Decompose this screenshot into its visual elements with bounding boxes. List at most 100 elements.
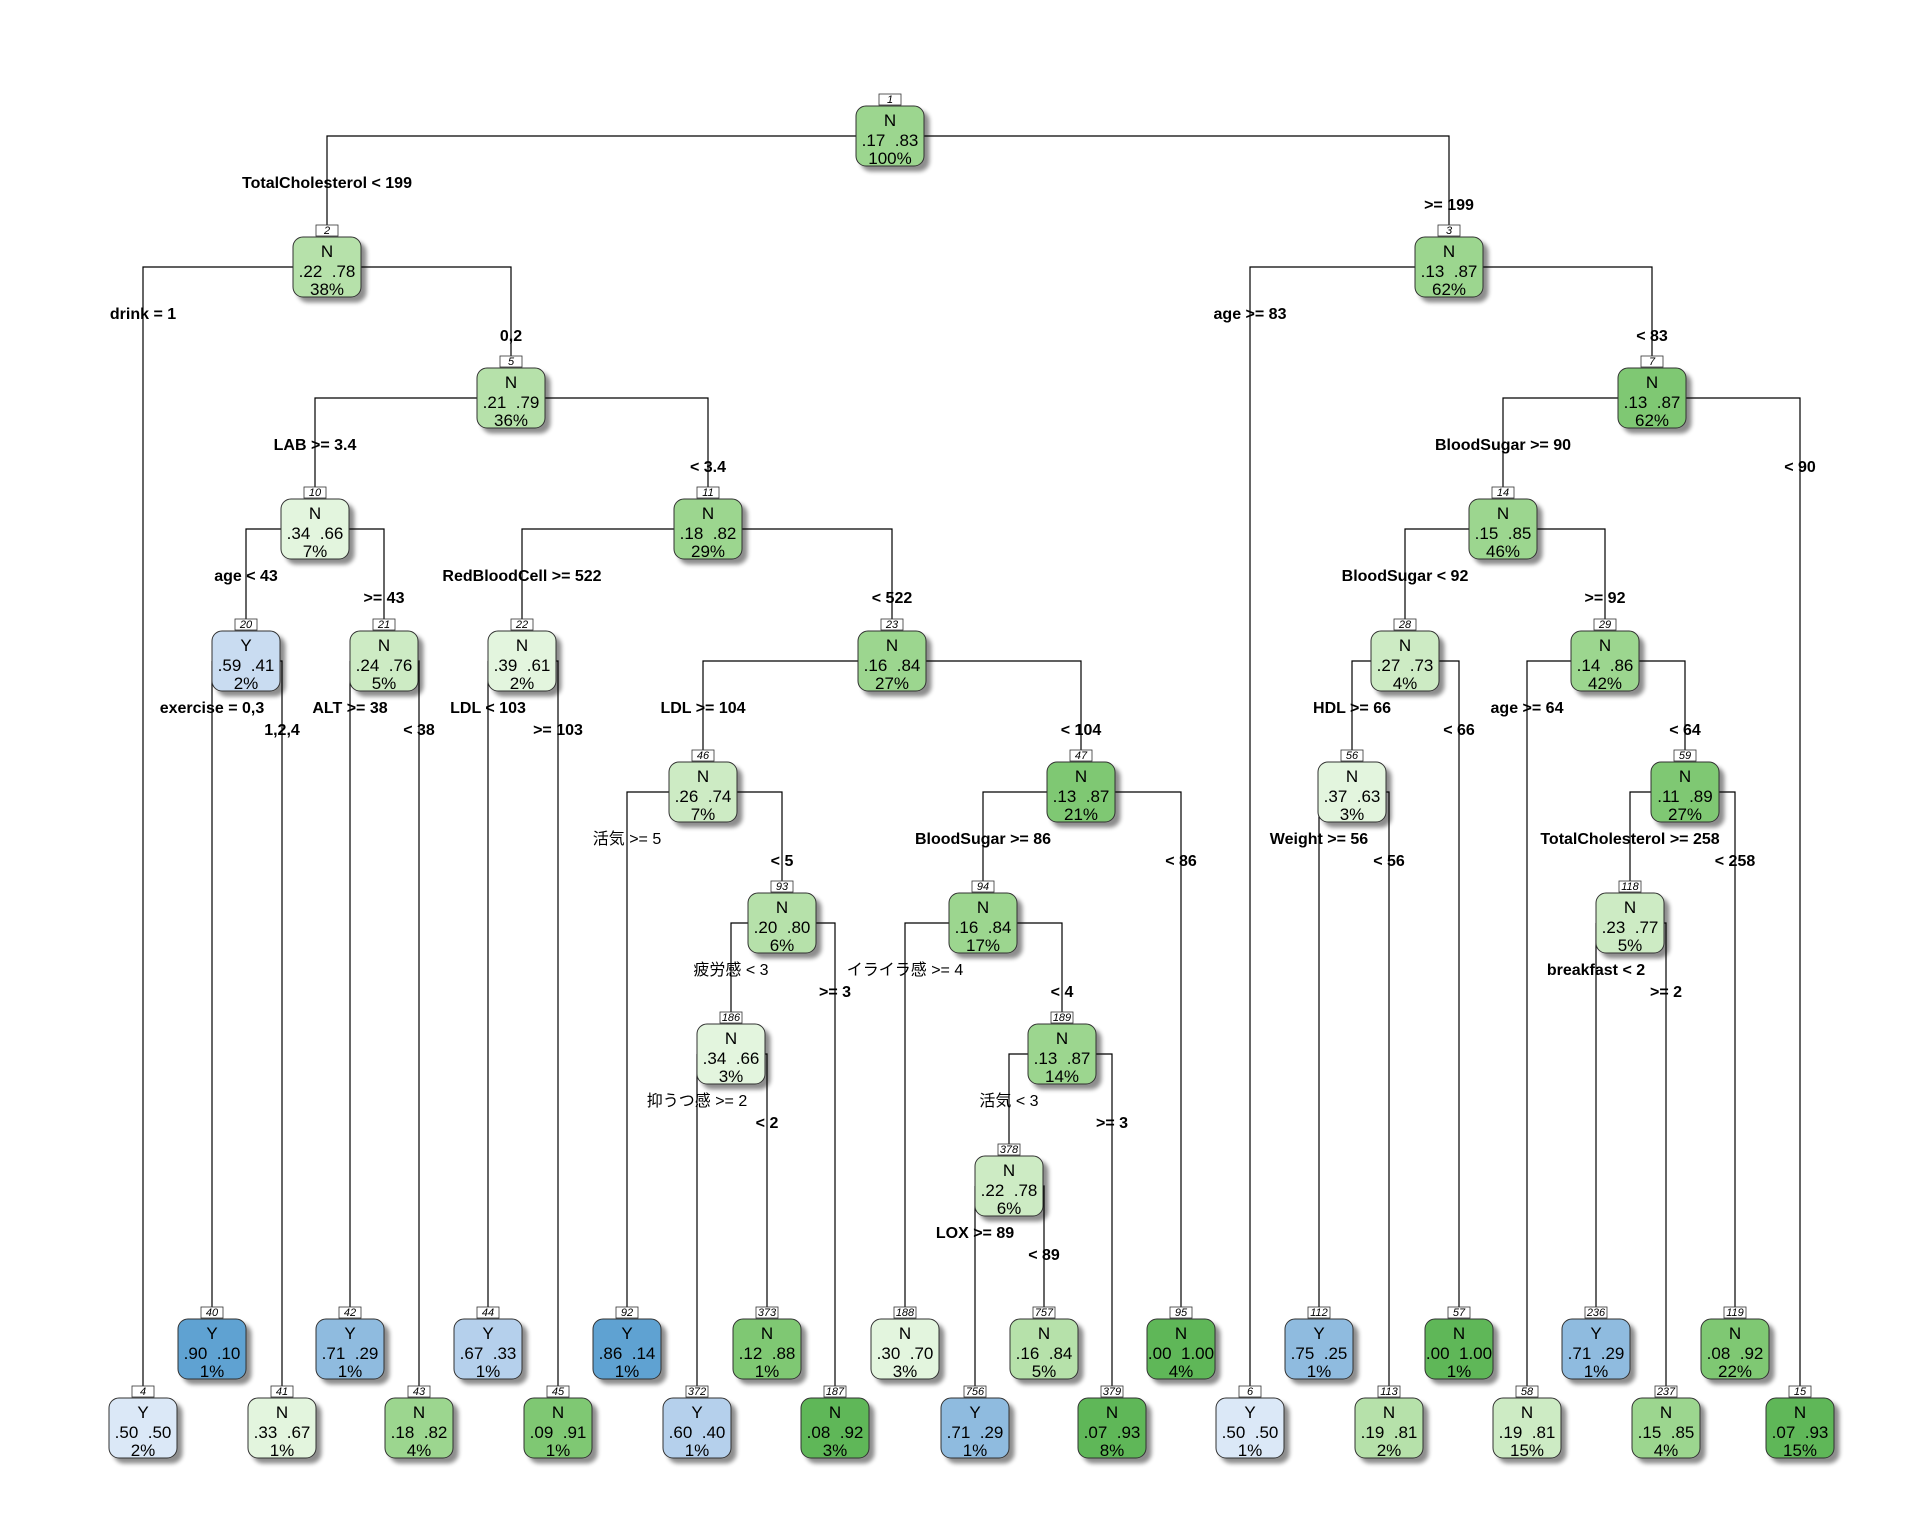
node-box-47 — [1046, 761, 1116, 823]
split-label-right-14: >= 92 — [1585, 590, 1626, 607]
node-percent-757: 5% — [1032, 1362, 1057, 1381]
node-number-14: 14 — [1497, 487, 1509, 499]
node-percent-189: 14% — [1045, 1067, 1079, 1086]
edge-3-6 — [1249, 266, 1415, 1386]
node-box-44 — [453, 1318, 523, 1380]
node-box-42 — [315, 1318, 385, 1380]
node-number-29: 29 — [1598, 619, 1611, 631]
node-percent-93: 6% — [770, 936, 795, 955]
node-class-22: N — [516, 636, 528, 655]
node-class-40: Y — [206, 1324, 217, 1343]
node-number-187: 187 — [826, 1386, 845, 1398]
split-label-left-93: 疲労感 < 3 — [693, 961, 768, 979]
node-number-box-42 — [338, 1306, 362, 1319]
node-percent-372: 1% — [685, 1441, 710, 1460]
tree-node-40: 40Y.90 .101% — [177, 1306, 247, 1381]
node-number-box-20 — [234, 618, 258, 631]
node-number-1: 1 — [887, 94, 893, 106]
node-number-box-95 — [1169, 1306, 1193, 1319]
tree-node-93: 93N.20 .806% — [747, 880, 817, 955]
node-percent-59: 27% — [1668, 805, 1702, 824]
edge-29-59 — [1639, 660, 1686, 750]
edge-11-23 — [742, 528, 893, 619]
node-box-112 — [1284, 1318, 1354, 1380]
node-probs-40: .90 .10 — [184, 1344, 241, 1363]
node-probs-372: .60 .40 — [669, 1423, 726, 1442]
split-label-right-10: >= 43 — [364, 590, 405, 607]
node-number-box-56 — [1340, 749, 1364, 762]
node-number-box-189 — [1050, 1011, 1074, 1024]
node-class-4: Y — [137, 1403, 148, 1422]
node-box-14 — [1468, 498, 1538, 560]
node-box-23 — [857, 630, 927, 692]
node-number-186: 186 — [722, 1012, 741, 1024]
node-number-box-113 — [1377, 1385, 1401, 1398]
tree-node-41: 41N.33 .671% — [247, 1385, 317, 1460]
node-number-113: 113 — [1380, 1386, 1398, 1398]
node-box-41 — [247, 1397, 317, 1459]
node-percent-113: 2% — [1377, 1441, 1402, 1460]
node-percent-46: 7% — [691, 805, 716, 824]
split-label-left-47: BloodSugar >= 86 — [915, 831, 1051, 848]
edge-46-93 — [737, 791, 783, 881]
node-probs-20: .59 .41 — [218, 656, 275, 675]
node-percent-378: 6% — [997, 1199, 1022, 1218]
node-number-box-372 — [685, 1385, 709, 1398]
node-class-42: Y — [344, 1324, 355, 1343]
node-box-58 — [1492, 1397, 1562, 1459]
node-probs-378: .22 .78 — [981, 1181, 1038, 1200]
tree-node-57: 57N.00 1.001% — [1424, 1306, 1494, 1381]
split-label-left-29: age >= 64 — [1491, 700, 1564, 717]
node-probs-379: .07 .93 — [1084, 1423, 1141, 1442]
node-number-box-2 — [315, 224, 339, 237]
edge-1-2 — [326, 135, 856, 225]
edge-118-237 — [1664, 922, 1667, 1386]
node-number-box-118 — [1618, 880, 1642, 893]
node-number-3: 3 — [1446, 225, 1453, 237]
node-number-10: 10 — [309, 487, 322, 499]
node-box-45 — [523, 1397, 593, 1459]
node-number-box-57 — [1447, 1306, 1471, 1319]
node-class-20: Y — [240, 636, 251, 655]
edge-7-14 — [1502, 397, 1618, 487]
node-probs-237: .15 .85 — [1638, 1423, 1695, 1442]
tree-node-42: 42Y.71 .291% — [315, 1306, 385, 1381]
edge-10-20 — [245, 528, 281, 619]
node-probs-92: .86 .14 — [599, 1344, 656, 1363]
edge-189-378 — [1008, 1053, 1028, 1144]
edge-5-10 — [314, 397, 477, 487]
node-probs-93: .20 .80 — [754, 918, 811, 937]
node-number-5: 5 — [508, 356, 515, 368]
node-percent-43: 4% — [407, 1441, 432, 1460]
node-number-box-43 — [407, 1385, 431, 1398]
node-class-21: N — [378, 636, 390, 655]
node-class-15: N — [1794, 1403, 1806, 1422]
node-box-3 — [1414, 236, 1484, 298]
node-percent-10: 7% — [303, 542, 328, 561]
split-label-left-118: breakfast < 2 — [1547, 962, 1645, 979]
node-number-box-236 — [1584, 1306, 1608, 1319]
node-percent-44: 1% — [476, 1362, 501, 1381]
node-number-box-28 — [1393, 618, 1417, 631]
node-class-5: N — [505, 373, 517, 392]
node-probs-47: .13 .87 — [1053, 787, 1110, 806]
split-label-right-29: < 64 — [1669, 722, 1701, 739]
node-percent-373: 1% — [755, 1362, 780, 1381]
node-class-187: N — [829, 1403, 841, 1422]
node-number-379: 379 — [1103, 1386, 1121, 1398]
node-box-7 — [1617, 367, 1687, 429]
split-label-right-2: 0,2 — [500, 328, 522, 345]
node-percent-7: 62% — [1635, 411, 1669, 430]
node-class-1: N — [884, 111, 896, 130]
edge-20-41 — [280, 660, 283, 1386]
node-number-box-94 — [971, 880, 995, 893]
